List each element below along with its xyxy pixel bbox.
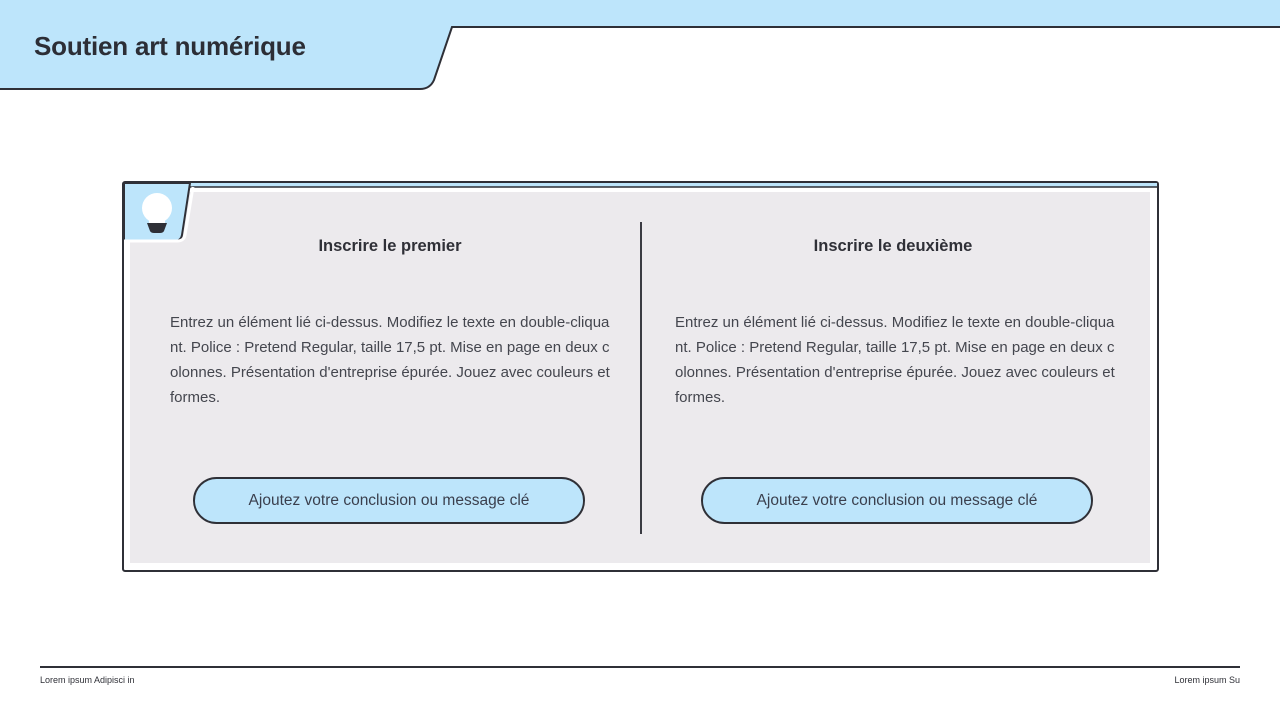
column-divider [640,222,642,534]
footer-left-text: Lorem ipsum Adipisci in [40,675,135,685]
column-body-right: Entrez un élément lié ci-dessus. Modifie… [675,314,1115,406]
page-title: Soutien art numérique [34,31,306,61]
column-title-left: Inscrire le premier [318,237,462,255]
cta-button-left[interactable]: Ajoutez votre conclusion ou message clé [193,477,585,524]
header-band [0,0,1280,90]
footer-right-text: Lorem ipsum Su [1174,675,1240,685]
column-title-right: Inscrire le deuxième [813,237,973,255]
column-body-left: Entrez un élément lié ci-dessus. Modifie… [170,314,610,406]
cta-button-right[interactable]: Ajoutez votre conclusion ou message clé [701,477,1093,524]
lightbulb-icon [142,193,172,233]
footer-divider [40,666,1240,668]
